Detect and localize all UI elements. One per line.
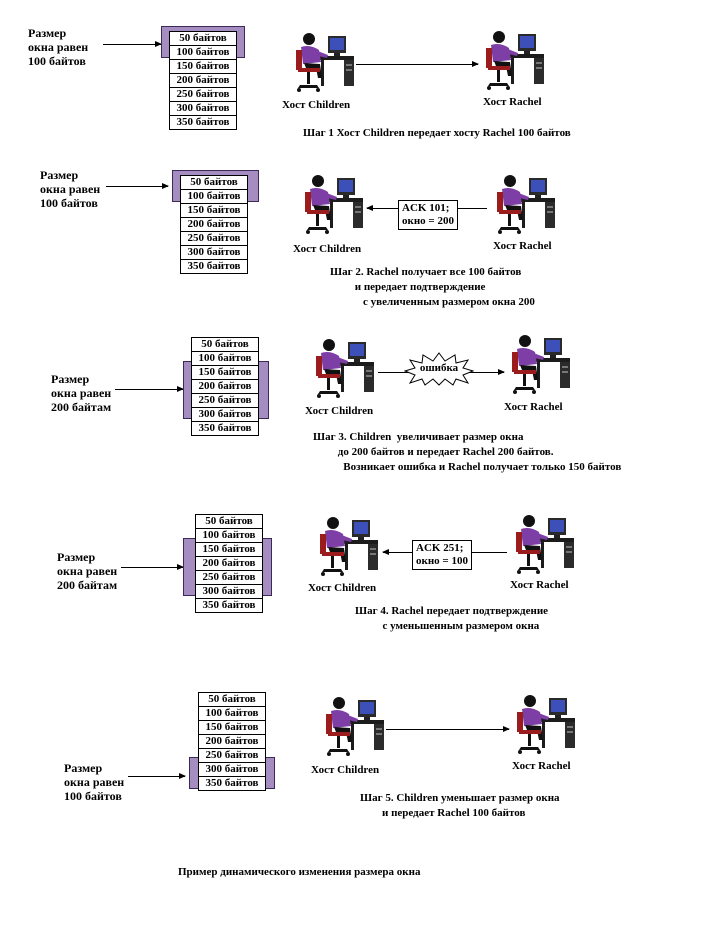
segment-stack: 50 байтов 100 байтов 150 байтов 200 байт… (191, 337, 259, 436)
computer-user-icon (508, 510, 578, 580)
window-pointer-arrow (128, 773, 186, 779)
segment-250: 250 байтов (195, 571, 263, 585)
error-label: ошибка (419, 362, 459, 374)
window-size-label: Размер окна равен 200 байтам (57, 550, 118, 592)
segment-300: 300 байтов (180, 246, 248, 260)
segment-300: 300 байтов (169, 102, 237, 116)
host-children-label: Хост Children (282, 99, 351, 111)
computer-user-icon (489, 170, 559, 240)
segment-250: 250 байтов (180, 232, 248, 246)
computer-user-icon (478, 26, 548, 96)
computer-user-icon (288, 28, 358, 98)
segment-350: 350 байтов (191, 422, 259, 436)
window-pointer-arrow (106, 183, 169, 189)
step-caption: Шаг 2. Rachel получает все 100 байтов и … (330, 266, 535, 308)
segment-150: 150 байтов (195, 543, 263, 557)
host-rachel-label: Хост Rachel (483, 96, 542, 108)
computer-user-icon (318, 692, 388, 762)
segment-350: 350 байтов (195, 599, 263, 613)
segment-50: 50 байтов (169, 31, 237, 46)
segment-200: 200 байтов (180, 218, 248, 232)
segment-50: 50 байтов (198, 692, 266, 707)
window-size-label: Размер окна равен 200 байтам (51, 372, 112, 414)
segment-150: 150 байтов (180, 204, 248, 218)
computer-user-icon (312, 512, 382, 582)
step-caption: Шаг 5. Children уменьшает размер окна и … (360, 792, 560, 819)
transfer-arrow (386, 726, 510, 732)
host-children-label: Хост Children (293, 243, 362, 255)
segment-100: 100 байтов (169, 46, 237, 60)
segment-100: 100 байтов (180, 190, 248, 204)
segment-100: 100 байтов (195, 529, 263, 543)
ack-message-box: ACK 251; окно = 100 (412, 540, 472, 570)
segment-250: 250 байтов (169, 88, 237, 102)
segment-300: 300 байтов (195, 585, 263, 599)
computer-user-icon (504, 330, 574, 400)
step-caption: Шаг 1 Хост Children передает хосту Rache… (303, 127, 571, 139)
window-pointer-arrow (115, 386, 184, 392)
computer-user-icon (297, 170, 367, 240)
segment-350: 350 байтов (180, 260, 248, 274)
segment-stack: 50 байтов 100 байтов 150 байтов 200 байт… (169, 31, 237, 130)
segment-50: 50 байтов (195, 514, 263, 529)
step-caption: Шаг 4. Rachel передает подтверждение с у… (355, 605, 549, 632)
host-rachel-label: Хост Rachel (512, 760, 571, 772)
computer-user-icon (308, 334, 378, 404)
segment-100: 100 байтов (191, 352, 259, 366)
window-pointer-arrow (121, 564, 184, 570)
computer-user-icon (509, 690, 579, 760)
segment-stack: 50 байтов 100 байтов 150 байтов 200 байт… (180, 175, 248, 274)
transfer-arrow (356, 61, 479, 67)
segment-stack: 50 байтов 100 байтов 150 байтов 200 байт… (195, 514, 263, 613)
segment-200: 200 байтов (195, 557, 263, 571)
host-children-label: Хост Children (308, 582, 377, 594)
window-size-label: Размер окна равен 100 байтов (40, 168, 101, 210)
segment-350: 350 байтов (169, 116, 237, 130)
ack-message-box: ACK 101; окно = 200 (398, 200, 458, 230)
segment-150: 150 байтов (198, 721, 266, 735)
error-burst-icon (404, 352, 474, 386)
host-children-label: Хост Children (305, 405, 374, 417)
segment-350: 350 байтов (198, 777, 266, 791)
host-rachel-label: Хост Rachel (510, 579, 569, 591)
window-pointer-arrow (103, 41, 162, 47)
segment-50: 50 байтов (180, 175, 248, 190)
segment-150: 150 байтов (169, 60, 237, 74)
segment-100: 100 байтов (198, 707, 266, 721)
host-rachel-label: Хост Rachel (504, 401, 563, 413)
segment-200: 200 байтов (191, 380, 259, 394)
segment-200: 200 байтов (198, 735, 266, 749)
host-children-label: Хост Children (311, 764, 380, 776)
window-size-label: Размер окна равен 100 байтов (64, 761, 125, 803)
segment-300: 300 байтов (191, 408, 259, 422)
segment-250: 250 байтов (198, 749, 266, 763)
window-size-label: Размер окна равен 100 байтов (28, 26, 89, 68)
segment-150: 150 байтов (191, 366, 259, 380)
segment-stack: 50 байтов 100 байтов 150 байтов 200 байт… (198, 692, 266, 791)
segment-50: 50 байтов (191, 337, 259, 352)
segment-300: 300 байтов (198, 763, 266, 777)
figure-caption: Пример динамического изменения размера о… (178, 866, 421, 878)
step-caption: Шаг 3. Children увеличивает размер окна … (313, 431, 622, 473)
segment-200: 200 байтов (169, 74, 237, 88)
host-rachel-label: Хост Rachel (493, 240, 552, 252)
segment-250: 250 байтов (191, 394, 259, 408)
